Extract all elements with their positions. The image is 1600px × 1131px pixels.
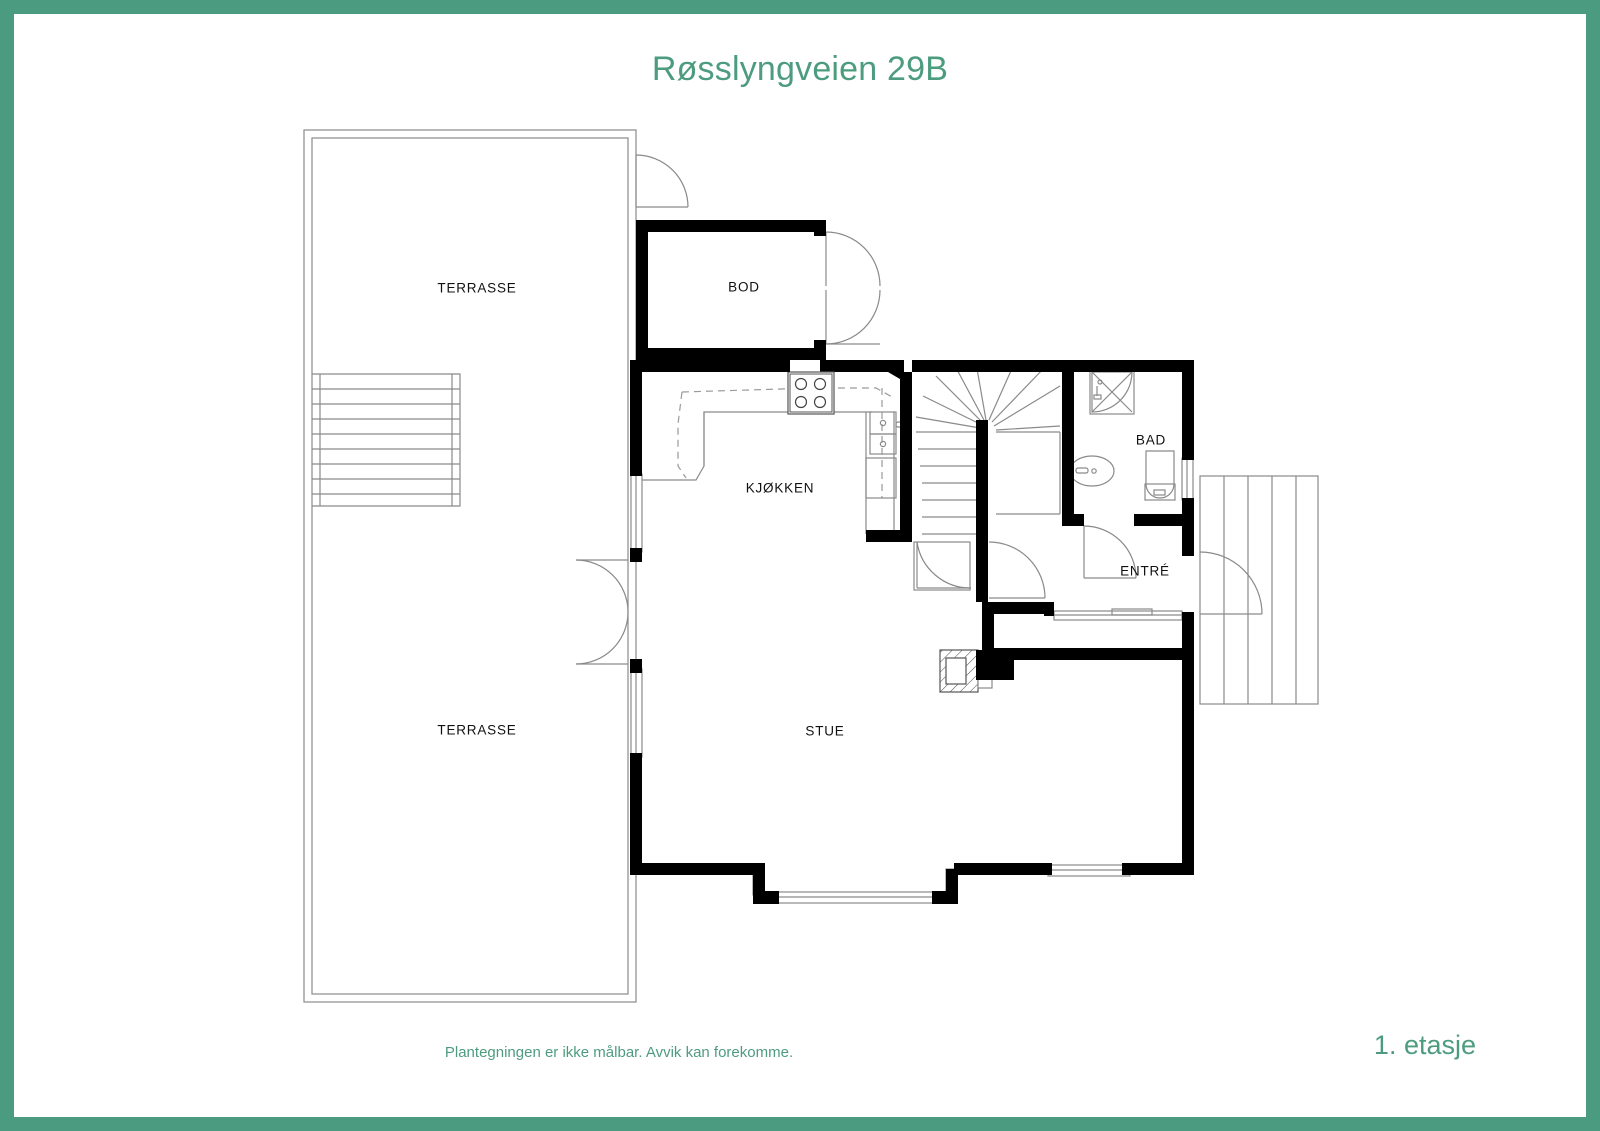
wall-south-right [1122, 863, 1194, 875]
wall-bay-side-left [753, 869, 765, 904]
wall-east-stue [1182, 660, 1194, 875]
room-label-bod: BOD [728, 280, 760, 295]
toilet-icon [1144, 450, 1176, 501]
room-label-terrasse-upper: TERRASSE [437, 281, 516, 296]
walls [630, 220, 1194, 904]
wall-west-upper [630, 360, 642, 476]
wall-entry-west [982, 602, 994, 650]
washbasin-icon [1069, 455, 1115, 487]
door-swings [575, 154, 1263, 665]
wall-south-mid-right [954, 863, 1046, 875]
wall-bad-east-upper [1182, 360, 1194, 460]
room-label-kjokken: KJØKKEN [746, 481, 815, 496]
wall-north-east [912, 360, 1194, 372]
entry-deck-east [1199, 475, 1319, 705]
wall-entry-south [982, 648, 1194, 660]
terrace-door-top [635, 154, 689, 208]
wall-south-left [636, 863, 764, 875]
room-label-terrasse-lower: TERRASSE [437, 723, 516, 738]
entry-wardrobe [1053, 608, 1183, 621]
wall-bad-south-right [1134, 514, 1194, 526]
wall-bay-side-right [946, 869, 958, 904]
wall-fireplace-stub [976, 650, 1014, 680]
wall-entry-jamb [1044, 606, 1054, 616]
wall-entry-north [982, 602, 1054, 614]
terrace-double-door [575, 559, 629, 665]
wall-west-mid1 [630, 548, 642, 562]
floor-plan-drawing: TERRASSE BOD KJØKKEN BAD ENTRÉ STUE TERRASSE [303, 129, 1319, 1003]
room-label-entre: ENTRÉ [1120, 564, 1170, 579]
wall-bod-north [636, 220, 826, 232]
terrace-steps-west [312, 374, 460, 506]
stair-door [916, 541, 972, 589]
wall-bod-south [636, 348, 826, 360]
room-label-stue: STUE [805, 724, 844, 739]
terrace-outline [303, 129, 637, 1003]
wall-kitchen-north-left [636, 360, 790, 372]
wall-kitchen-north [820, 360, 904, 372]
floor-label: 1. etasje [1373, 1030, 1476, 1060]
plan-page: Røsslyngveien 29B [14, 14, 1586, 1117]
disclaimer-text: Plantegningen er ikke målbar. Avvik kan … [444, 1044, 794, 1061]
wall-bad-west [1062, 360, 1074, 526]
wall-bad-south-left [1062, 514, 1084, 526]
page-title: Røsslyngveien 29B [651, 50, 949, 88]
bod-door-lower [825, 289, 881, 345]
room-labels: TERRASSE BOD KJØKKEN BAD ENTRÉ STUE TERRASSE [437, 280, 1169, 739]
room-label-bad: BAD [1136, 433, 1166, 448]
wall-kitchen-corner [888, 372, 912, 386]
wall-kitchen-south [866, 530, 912, 542]
bod-door-upper [825, 231, 881, 287]
wall-stair-west [900, 372, 912, 542]
wall-entry-east-top [1182, 544, 1194, 556]
wall-west-mid2 [630, 659, 642, 673]
bad-door [1083, 525, 1137, 579]
wall-bod-west [636, 220, 648, 360]
wall-west-lower [630, 753, 642, 875]
staircase [913, 362, 1061, 591]
shower-icon [1089, 369, 1135, 415]
wall-stair-east-lower [976, 538, 988, 602]
entry-door [1199, 551, 1263, 615]
hall-door [988, 541, 1046, 599]
wall-bod-east-top [814, 220, 826, 236]
stove-icon [787, 371, 835, 415]
wall-stair-east-upper [976, 420, 988, 538]
kitchen-fixtures [636, 387, 907, 535]
